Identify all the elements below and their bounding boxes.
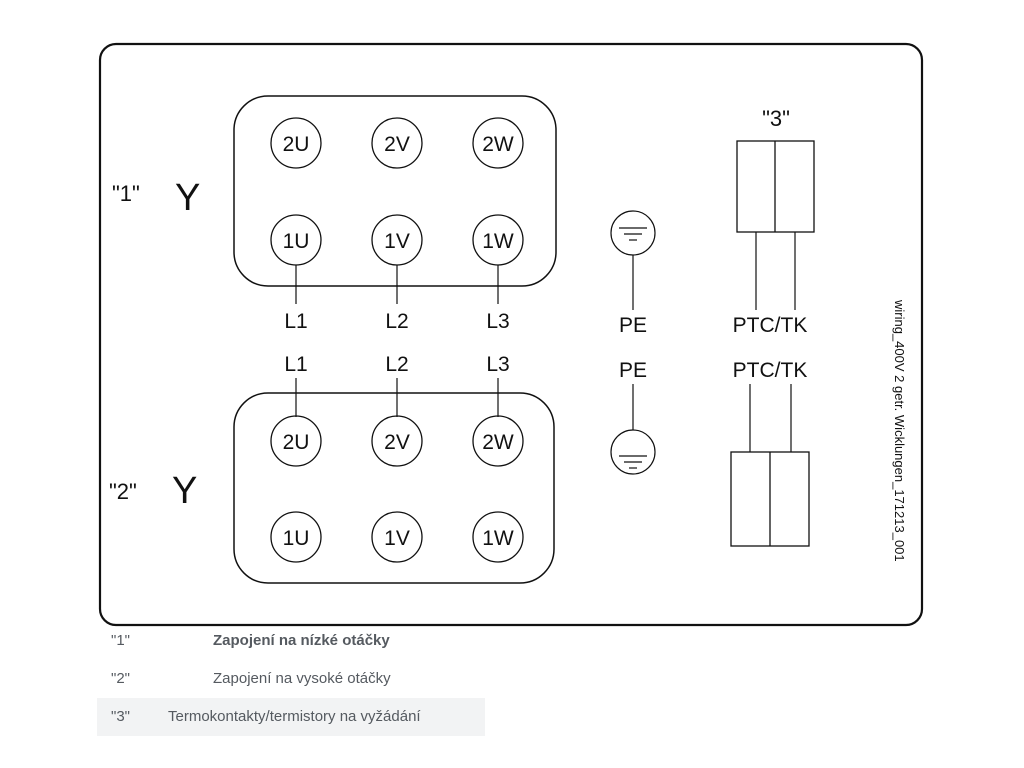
legend-key: "3" bbox=[111, 708, 130, 725]
terminal-label: 1V bbox=[384, 527, 410, 550]
legend-description: Termokontakty/termistory na vyžádání bbox=[168, 708, 421, 725]
terminal-label: 2V bbox=[384, 431, 410, 454]
terminal-2u: 2U bbox=[270, 415, 322, 467]
terminal-label: 1U bbox=[283, 527, 310, 550]
pe-top-label: PE bbox=[619, 314, 647, 337]
thermal-key-label: "3" bbox=[762, 106, 790, 131]
config-1-group: "1" Y 2U 2V 2W 1U 1V 1W bbox=[112, 95, 557, 333]
pe-top-group: PE bbox=[610, 210, 656, 337]
terminal-2v: 2V bbox=[371, 415, 423, 467]
pe-bottom-group: PE bbox=[610, 359, 656, 475]
terminal-label: 1U bbox=[283, 230, 310, 253]
ptc-top-label: PTC/TK bbox=[733, 314, 808, 337]
terminal-2w: 2W bbox=[472, 117, 524, 169]
terminal-2u: 2U bbox=[270, 117, 322, 169]
config-2-box bbox=[233, 392, 555, 584]
terminal-1w: 1W bbox=[472, 214, 524, 266]
terminal-1w: 1W bbox=[472, 511, 524, 563]
config-2-star-symbol: Y bbox=[172, 470, 197, 512]
config-2-group: L1 L2 L3 "2" Y 2U 2V 2W 1U 1V bbox=[109, 353, 555, 584]
legend-key: "1" bbox=[111, 632, 130, 649]
ptc-bottom-label: PTC/TK bbox=[733, 359, 808, 382]
legend-key: "2" bbox=[111, 670, 130, 687]
legend-row-3: "3" Termokontakty/termistory na vyžádání bbox=[97, 698, 485, 736]
line-label-l2: L2 bbox=[385, 310, 408, 333]
config-1-label: "1" bbox=[112, 181, 140, 206]
legend-description: Zapojení na vysoké otáčky bbox=[213, 670, 391, 687]
terminal-1u: 1U bbox=[270, 511, 322, 563]
legend-row-2: "2" Zapojení na vysoké otáčky bbox=[97, 660, 485, 698]
terminal-label: 1W bbox=[482, 230, 514, 253]
legend-row-1: "1" Zapojení na nízké otáčky bbox=[97, 622, 485, 660]
terminal-1v: 1V bbox=[371, 214, 423, 266]
terminal-1u: 1U bbox=[270, 214, 322, 266]
terminal-label: 1V bbox=[384, 230, 410, 253]
terminal-label: 1W bbox=[482, 527, 514, 550]
terminal-1v: 1V bbox=[371, 511, 423, 563]
terminal-label: 2W bbox=[482, 431, 514, 454]
terminal-label: 2U bbox=[283, 431, 310, 454]
line-label-l3: L3 bbox=[486, 310, 509, 333]
terminal-label: 2U bbox=[283, 133, 310, 156]
terminal-label: 2V bbox=[384, 133, 410, 156]
earth-icon bbox=[610, 210, 656, 256]
config-1-box bbox=[233, 95, 557, 287]
legend-description: Zapojení na nízké otáčky bbox=[213, 632, 390, 649]
config-2-label: "2" bbox=[109, 479, 137, 504]
terminal-2w: 2W bbox=[472, 415, 524, 467]
diagram-frame bbox=[98, 42, 924, 627]
ptc-top-group: PTC/TK bbox=[733, 140, 815, 337]
line-label-l3: L3 bbox=[486, 353, 509, 376]
line-label-l1: L1 bbox=[284, 353, 307, 376]
earth-icon bbox=[610, 429, 656, 475]
vertical-file-note: wiring_400V 2 getr. Wicklungen_171213_00… bbox=[892, 299, 907, 562]
config-1-star-symbol: Y bbox=[175, 177, 200, 219]
wiring-diagram: "1" Y 2U 2V 2W 1U 1V 1W bbox=[98, 42, 924, 627]
line-label-l1: L1 bbox=[284, 310, 307, 333]
pe-bottom-label: PE bbox=[619, 359, 647, 382]
terminal-2v: 2V bbox=[371, 117, 423, 169]
ptc-bottom-group: PTC/TK bbox=[730, 359, 810, 547]
line-label-l2: L2 bbox=[385, 353, 408, 376]
terminal-label: 2W bbox=[482, 133, 514, 156]
